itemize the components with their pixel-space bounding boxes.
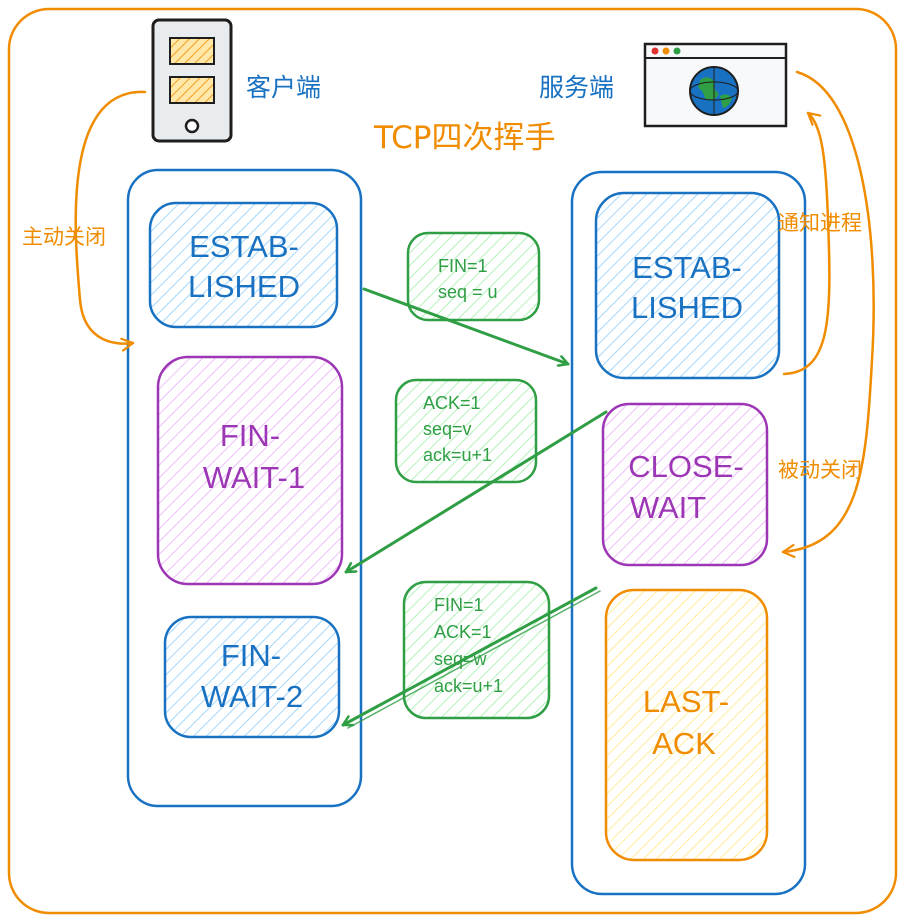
message-fin-ack-line1: FIN=1 xyxy=(434,595,484,615)
client-state-fin-wait-2-line2: WAIT-2 xyxy=(201,679,303,714)
server-state-close-wait-line1: CLOSE- xyxy=(628,449,743,484)
client-state-fin-wait-2-line1: FIN- xyxy=(221,638,281,673)
client-state-fin-wait-2: FIN- WAIT-2 xyxy=(163,615,341,739)
server-state-established: ESTAB- LISHED xyxy=(594,191,781,380)
client-state-established-line2: LISHED xyxy=(188,269,300,304)
server-state-established-line2: LISHED xyxy=(631,290,743,325)
message-fin-ack-line4: ack=u+1 xyxy=(434,676,503,696)
message-fin-line1: FIN=1 xyxy=(438,256,488,276)
server-state-last-ack-line1: LAST- xyxy=(643,684,729,719)
notify-process-label: 通知进程 xyxy=(778,211,862,235)
arrow-fin-ack-to-client xyxy=(341,586,598,727)
message-ack: ACK=1 seq=v ack=u+1 xyxy=(394,378,538,484)
server-state-last-ack-line2: ACK xyxy=(652,726,716,761)
message-ack-line3: ack=u+1 xyxy=(423,445,492,465)
phone-icon xyxy=(151,18,233,143)
server-label: 服务端 xyxy=(539,73,614,102)
message-fin-line2: seq = u xyxy=(438,282,498,302)
arrow-ack-to-client xyxy=(344,410,608,574)
server-state-close-wait: CLOSE- WAIT xyxy=(601,402,769,567)
server-state-established-line1: ESTAB- xyxy=(632,250,742,285)
client-state-established-line1: ESTAB- xyxy=(189,229,299,264)
passive-close-arrow xyxy=(781,70,875,552)
arrow-fin-ack-stroke2 xyxy=(347,590,601,729)
server-state-last-ack: LAST- ACK xyxy=(604,588,769,862)
active-close-arrow xyxy=(74,90,147,344)
client-state-fin-wait-1-line2: WAIT-1 xyxy=(203,460,305,495)
passive-close-label: 被动关闭 xyxy=(778,458,862,482)
client-state-fin-wait-1-line1: FIN- xyxy=(220,418,280,453)
server-lane xyxy=(570,170,807,896)
client-state-fin-wait-1: FIN- WAIT-1 xyxy=(156,355,344,586)
browser-globe-icon xyxy=(643,42,788,128)
message-fin-ack-line2: ACK=1 xyxy=(434,622,492,642)
outer-frame xyxy=(7,7,898,915)
active-close-label: 主动关闭 xyxy=(22,225,106,249)
message-ack-line1: ACK=1 xyxy=(423,393,481,413)
notify-process-arrow xyxy=(782,111,831,376)
arrow-fin-to-server xyxy=(362,287,570,364)
message-ack-line2: seq=v xyxy=(423,419,472,439)
client-lane xyxy=(126,168,363,808)
message-fin-ack: FIN=1 ACK=1 seq=w ack=u+1 xyxy=(402,580,551,720)
diagram-title: TCP四次挥手 xyxy=(373,120,555,156)
client-label: 客户端 xyxy=(246,73,321,102)
client-state-established: ESTAB- LISHED xyxy=(148,201,339,329)
message-fin: FIN=1 seq = u xyxy=(406,231,541,322)
server-state-close-wait-line2: WAIT xyxy=(630,490,706,525)
